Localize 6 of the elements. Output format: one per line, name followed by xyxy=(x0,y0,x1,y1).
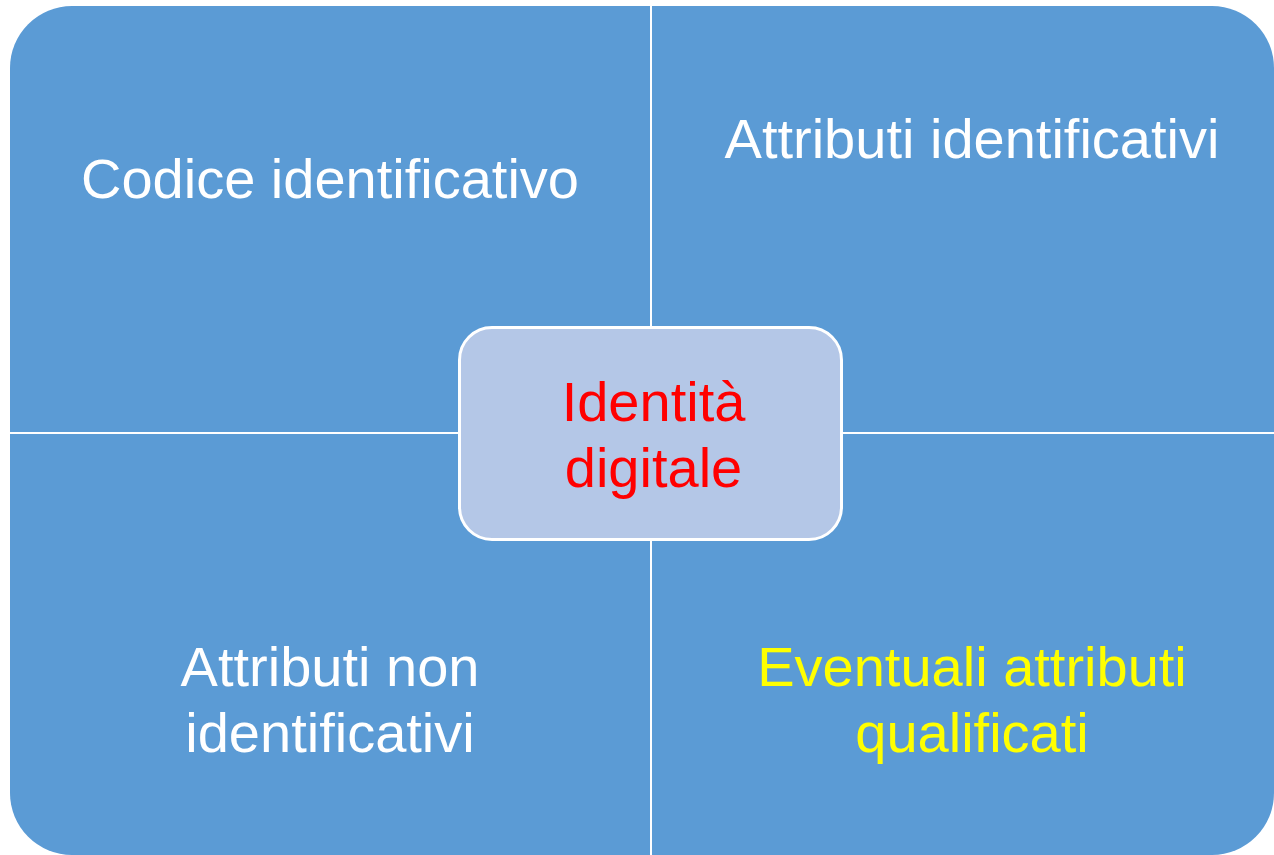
center-title: Identità digitale xyxy=(560,369,747,501)
quadrant-label: Codice identificativo xyxy=(79,146,580,212)
quadrant-label: Attributi non identificativi xyxy=(179,634,481,766)
quadrant-label: Eventuali attributi qualificati xyxy=(756,634,1188,766)
quadrant-label: Attributi identificativi xyxy=(723,106,1221,172)
center-box xyxy=(458,326,843,541)
